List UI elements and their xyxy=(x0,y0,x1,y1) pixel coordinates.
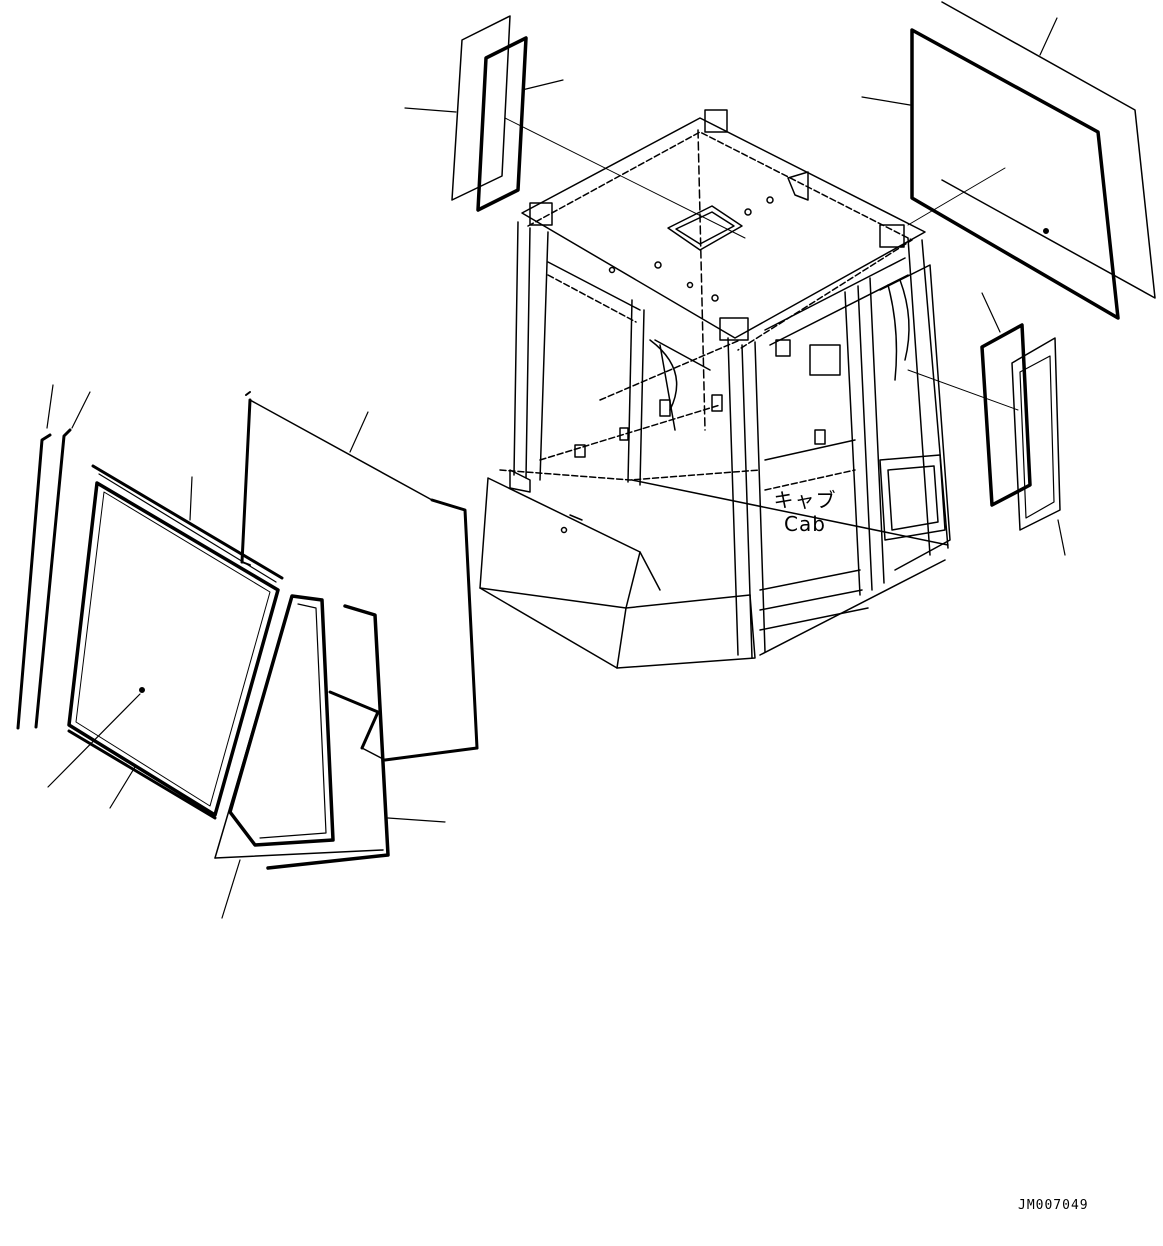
side-glass-assembly xyxy=(907,292,1066,556)
rear-glass-assembly xyxy=(861,1,1156,320)
front-glass-assembly xyxy=(16,384,479,919)
cab-label-english: Cab xyxy=(784,512,826,536)
cab-frame xyxy=(479,109,951,669)
cab-label: キャブ Cab xyxy=(770,488,840,536)
roof-glass-assembly xyxy=(404,15,746,239)
drawing-id: JM007049 xyxy=(1018,1198,1089,1213)
cab-label-japanese: キャブ xyxy=(773,488,837,512)
